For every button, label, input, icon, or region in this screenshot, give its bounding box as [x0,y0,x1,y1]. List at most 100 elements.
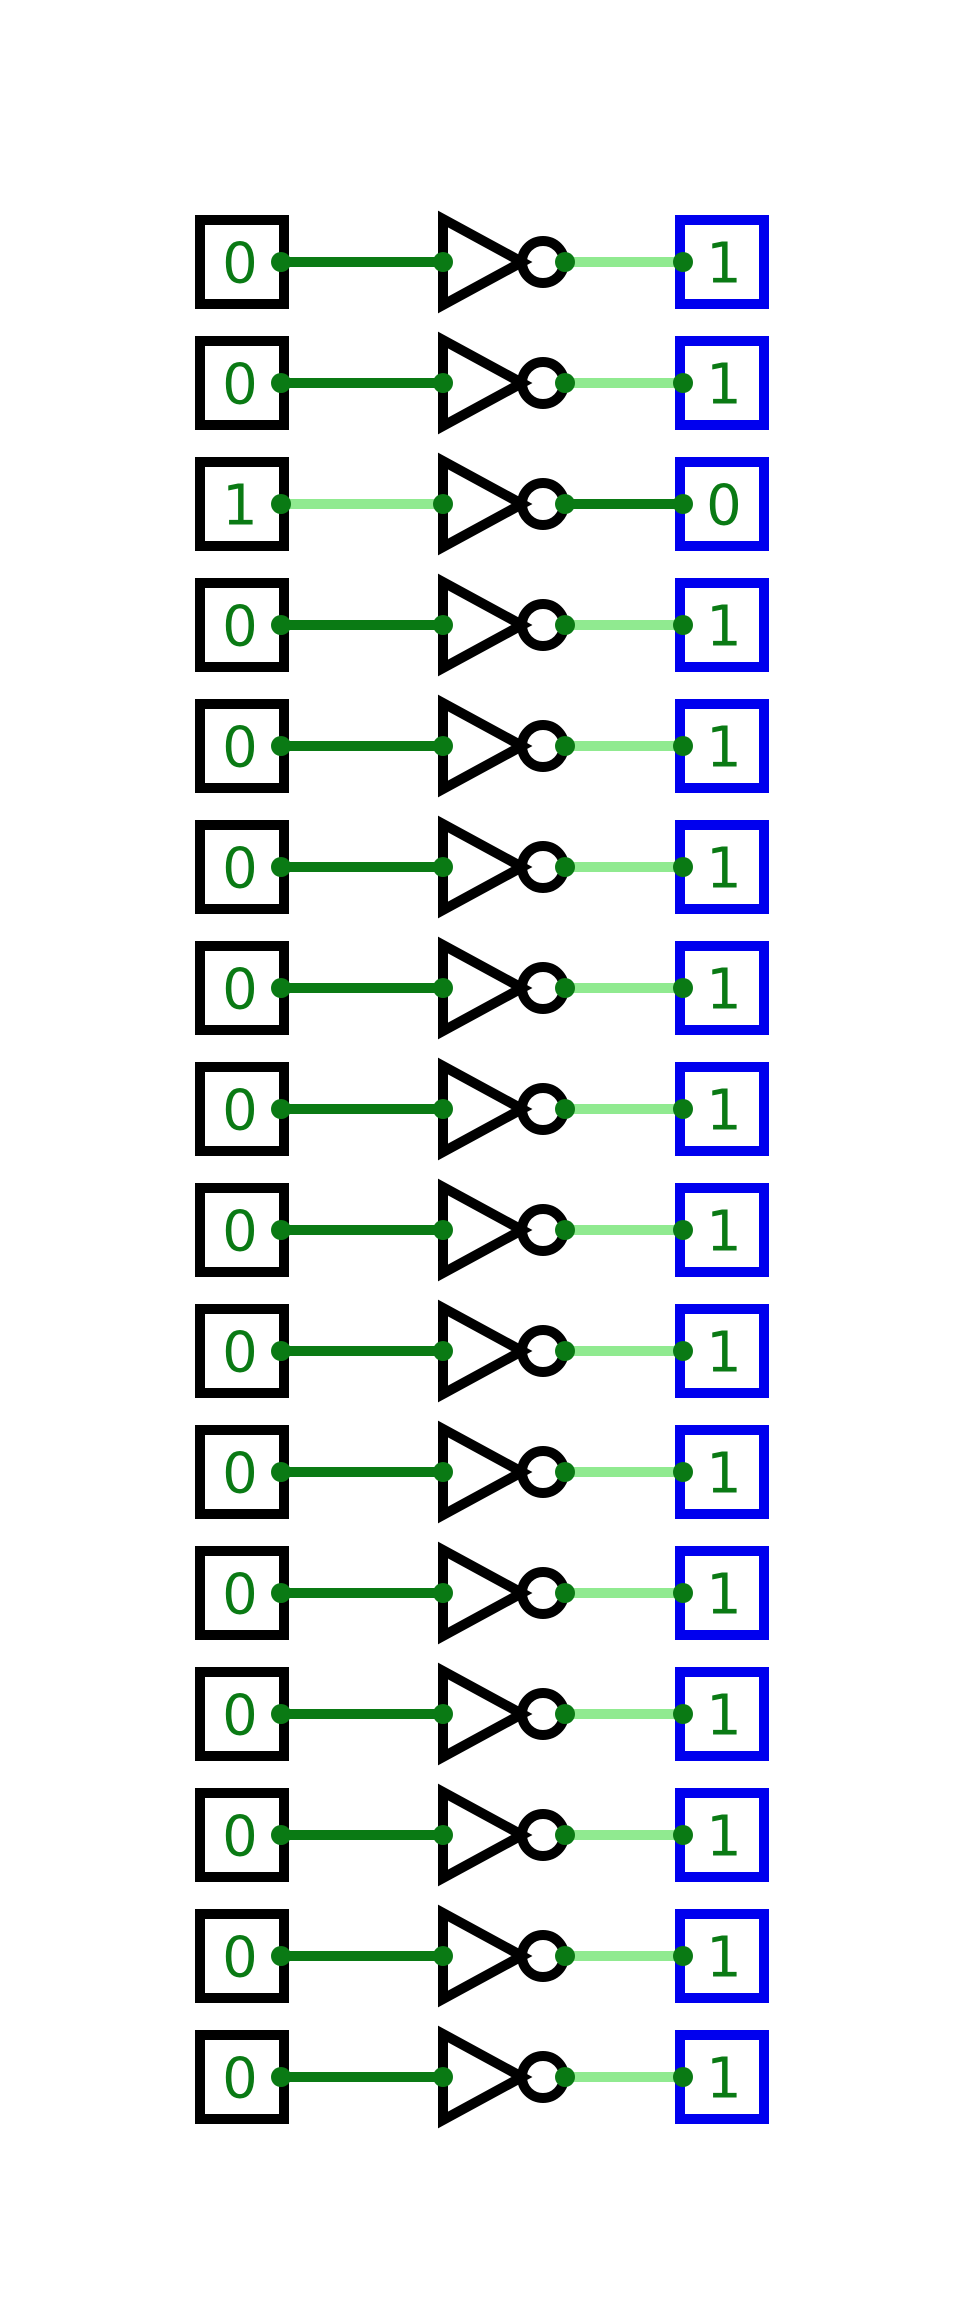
junction-dot-icon [555,252,575,272]
junction-dot-icon [673,494,693,514]
junction-dot-icon [555,615,575,635]
junction-dot-icon [271,1220,291,1240]
junction-dot-icon [271,1341,291,1361]
junction-dot-icon [555,1220,575,1240]
junction-dot-icon [271,1583,291,1603]
junction-dot-icon [555,373,575,393]
junction-dot-icon [433,1099,453,1119]
output-value: 1 [706,595,742,660]
junction-dot-icon [555,1825,575,1845]
input-value: 0 [222,2047,258,2112]
junction-dot-icon [555,1704,575,1724]
junction-dot-icon [555,1462,575,1482]
not-gate-icon [438,452,533,556]
junction-dot-icon [673,1946,693,1966]
output-value: 1 [706,353,742,418]
not-gate-icon [438,815,533,919]
junction-dot-icon [673,615,693,635]
junction-dot-icon [433,494,453,514]
junction-dot-icon [271,615,291,635]
junction-dot-icon [673,1462,693,1482]
junction-dot-icon [433,978,453,998]
junction-dot-icon [555,1341,575,1361]
output-value: 1 [706,232,742,297]
output-value: 1 [706,958,742,1023]
junction-dot-icon [555,1099,575,1119]
junction-dot-icon [673,1341,693,1361]
input-value: 0 [222,1321,258,1386]
junction-dot-icon [555,494,575,514]
junction-dot-icon [433,2067,453,2087]
junction-dot-icon [673,736,693,756]
not-gate-icon [438,1541,533,1645]
junction-dot-icon [433,1825,453,1845]
input-value: 1 [222,474,258,539]
junction-dot-icon [271,1946,291,1966]
not-gate-icon [438,1420,533,1524]
output-value: 0 [706,474,742,539]
output-value: 1 [706,1563,742,1628]
input-value: 0 [222,716,258,781]
junction-dot-icon [433,1220,453,1240]
junction-dot-icon [673,252,693,272]
not-gate-icon [438,573,533,677]
output-value: 1 [706,2047,742,2112]
not-gate-icon [438,1057,533,1161]
output-value: 1 [706,1079,742,1144]
output-value: 1 [706,837,742,902]
junction-dot-icon [673,1583,693,1603]
junction-dot-icon [271,373,291,393]
junction-dot-icon [555,1583,575,1603]
junction-dot-icon [673,1825,693,1845]
junction-dot-icon [271,494,291,514]
not-gate-icon [438,1662,533,1766]
input-value: 0 [222,1079,258,1144]
not-gate-icon [438,2025,533,2129]
output-value: 1 [706,716,742,781]
junction-dot-icon [271,2067,291,2087]
not-gate-icon [438,936,533,1040]
input-value: 0 [222,1563,258,1628]
input-value: 0 [222,232,258,297]
junction-dot-icon [271,1825,291,1845]
output-value: 1 [706,1442,742,1507]
input-value: 0 [222,958,258,1023]
input-value: 0 [222,837,258,902]
not-gate-icon [438,694,533,798]
junction-dot-icon [433,857,453,877]
junction-dot-icon [271,1099,291,1119]
not-gate-icon [438,1178,533,1282]
output-value: 1 [706,1321,742,1386]
not-gate-icon [438,1783,533,1887]
junction-dot-icon [271,978,291,998]
input-value: 0 [222,353,258,418]
junction-dot-icon [673,857,693,877]
input-value: 0 [222,1926,258,1991]
not-gate-icon [438,1299,533,1403]
junction-dot-icon [433,1462,453,1482]
junction-dot-icon [271,1462,291,1482]
input-value: 0 [222,595,258,660]
junction-dot-icon [271,857,291,877]
junction-dot-icon [673,1220,693,1240]
junction-dot-icon [555,1946,575,1966]
junction-dot-icon [555,857,575,877]
input-value: 0 [222,1442,258,1507]
input-value: 0 [222,1200,258,1265]
junction-dot-icon [271,736,291,756]
junction-dot-icon [555,736,575,756]
junction-dot-icon [433,615,453,635]
not-gate-icon [438,210,533,314]
